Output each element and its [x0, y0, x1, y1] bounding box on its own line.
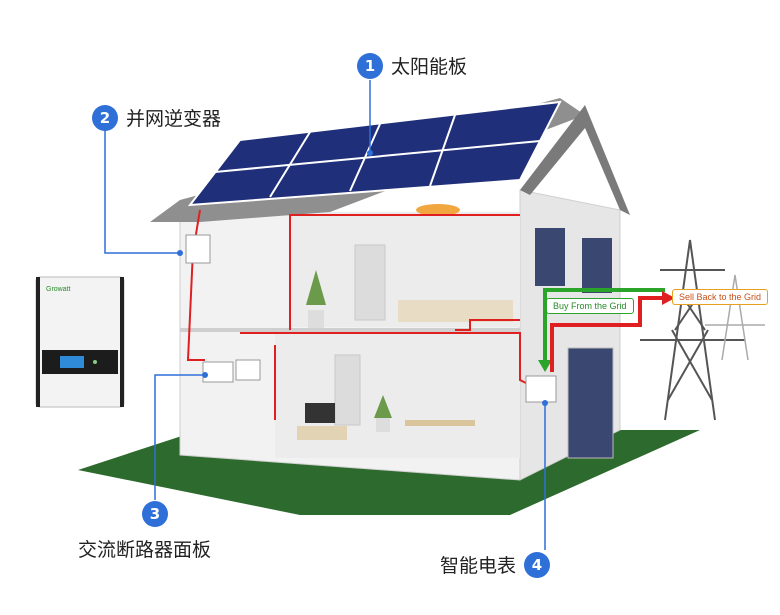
inverter-product-image: [35, 276, 125, 408]
breaker-label-row: 交流断路器面板: [78, 535, 211, 562]
side-window-left: [535, 228, 565, 286]
plant-lower: [376, 418, 390, 432]
callout-number-4: 4: [524, 551, 551, 578]
sell-arrow: [550, 296, 665, 372]
inverter-wall-unit: [185, 234, 211, 264]
tv: [305, 403, 335, 423]
callout-number-1: 1: [357, 52, 383, 79]
upper-door: [354, 244, 386, 321]
ac-wiring: [186, 209, 531, 420]
leader-2: [104, 130, 180, 254]
sofa: [398, 300, 513, 322]
smart-meter-label: 智能电表: [440, 555, 517, 577]
buy-from-grid-label: Buy From the Grid: [546, 298, 634, 314]
breaker-panel-2: [235, 359, 261, 381]
inverter-label: 并网逆变器: [126, 108, 222, 130]
inverter-brand-label: Growatt: [46, 286, 71, 293]
buy-arrow: [543, 288, 665, 362]
roof-gable: [520, 105, 630, 215]
transmission-tower-far: [705, 274, 765, 361]
transmission-tower: [640, 239, 745, 421]
callout-smart-meter: 智能电表 4: [440, 551, 551, 578]
dining-table: [405, 420, 475, 426]
plant-upper: [308, 310, 324, 328]
smart-meter-unit: [525, 375, 557, 403]
callout-solar-panel: 1 太阳能板: [357, 52, 467, 79]
solar-panel-label: 太阳能板: [391, 56, 468, 78]
callout-inverter: 2 并网逆变器: [92, 104, 221, 131]
breaker-panel: [202, 361, 234, 383]
side-glass-door: [567, 347, 614, 459]
callout-number-3: 3: [142, 501, 168, 527]
ceiling-lamp: [416, 204, 460, 216]
side-window-right: [582, 238, 612, 293]
solar-panel-array: [187, 100, 562, 207]
leader-3: [154, 374, 205, 500]
breaker-label: 交流断路器面板: [78, 539, 212, 561]
lower-door: [334, 354, 361, 426]
sell-to-grid-label: Sell Back to the Grid: [672, 289, 769, 305]
tv-stand: [297, 426, 347, 440]
callout-number-2: 2: [92, 104, 118, 131]
callout-breaker: 3: [142, 501, 168, 527]
